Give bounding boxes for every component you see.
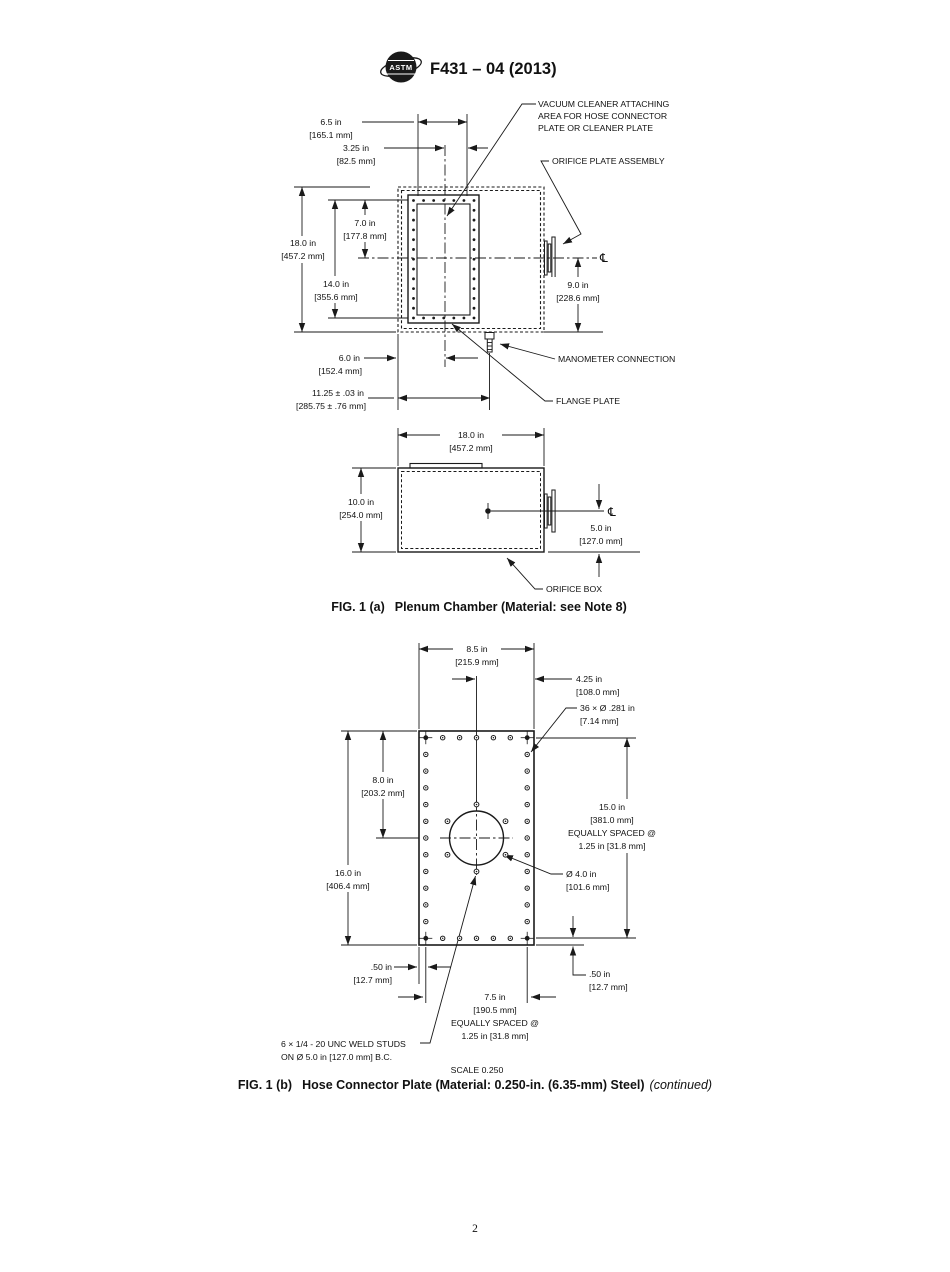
fig-b-annotations: 8.5 in [215.9 mm] 4.25 in [108.0 mm] 36 … [281,644,656,1075]
dim-50-left-in: .50 in [371,962,392,972]
dim-4-25-mm: [108.0 mm] [576,687,619,697]
dim-8-5-in: 8.5 in [466,644,487,654]
dim-6-5-mm: [165.1 mm] [309,130,352,140]
manometer-connection-label: MANOMETER CONNECTION [558,354,675,364]
dim-side-18-mm: [457.2 mm] [449,443,492,453]
orifice-box-label: ORIFICE BOX [546,584,602,594]
fig-a-dimension-lines [294,114,603,410]
flange-plate-outline [407,194,480,324]
manometer-fitting [484,332,495,353]
orifice-box-leader [506,557,543,590]
dim-side-10-mm: [254.0 mm] [339,510,382,520]
figure-a-caption: FIG. 1 (a) Plenum Chamber (Material: see … [331,600,627,614]
bore-dim: [101.6 mm] [566,882,609,892]
dim-11-25-mm: [285.75 ± .76 mm] [296,401,366,411]
flange-plate-edge [409,462,483,469]
dim-15-mm: [381.0 mm] [590,815,633,825]
dim-7-mm: [177.8 mm] [343,231,386,241]
flange-plate-label: FLANGE PLATE [556,396,620,406]
dim-side-18-in: 18.0 in [458,430,484,440]
plate-bolt-holes [419,731,534,945]
fig-a-side-view [352,428,640,590]
plenum-chamber-outline [397,186,545,333]
orifice-plate-stack-side [544,489,556,533]
holes-note: 36 × Ø .281 in [580,703,635,713]
orifice-plate-assembly-label: ORIFICE PLATE ASSEMBLY [552,156,665,166]
dim-8-mm: [203.2 mm] [361,788,404,798]
dim-16-in: 16.0 in [335,868,361,878]
centerline-symbol: ℄ [599,251,608,265]
weld-studs-note: ON Ø 5.0 in [127.0 mm] B.C. [281,1052,392,1062]
text-backings [281,215,664,892]
dim-side-5-mm: [127.0 mm] [579,536,622,546]
dim-15-spacing: 1.25 in [31.8 mm] [578,841,645,851]
dim-14-in: 14.0 in [323,279,349,289]
document-title: F431 – 04 (2013) [430,60,557,78]
dim-7-in: 7.0 in [354,218,375,228]
dim-side-5-in: 5.0 in [590,523,611,533]
orifice-box-outline [397,467,545,553]
vacuum-area-label: AREA FOR HOSE CONNECTOR [538,111,667,121]
dim-3-25-in: 3.25 in [343,143,369,153]
astm-logo: ASTM [380,51,422,83]
dim-side-10-in: 10.0 in [348,497,374,507]
fig-b-plate-view [341,643,636,1044]
holes-note: [7.14 mm] [580,716,619,726]
dim-7-5-spacing: 1.25 in [31.8 mm] [461,1031,528,1041]
fig-a-side-dimension-lines [352,428,640,577]
dim-50-left-mm: [12.7 mm] [353,975,392,985]
figure-b-caption-continued: (continued) [650,1078,713,1092]
weld-studs-note: 6 × 1/4 - 20 UNC WELD STUDS [281,1039,406,1049]
dim-9-mm: [228.6 mm] [556,293,599,303]
dim-6-5-in: 6.5 in [320,117,341,127]
orifice-plate-stack-front [544,236,556,280]
fig-a-front-view [294,103,603,410]
dim-8-in: 8.0 in [372,775,393,785]
dim-8-5-mm: [215.9 mm] [455,657,498,667]
dim-7-5-mm: [190.5 mm] [473,1005,516,1015]
dim-16-mm: [406.4 mm] [326,881,369,891]
centerline-symbol: ℄ [607,505,616,519]
dim-3-25-mm: [82.5 mm] [337,156,376,166]
dim-18-in: 18.0 in [290,238,316,248]
figure-b-caption: FIG. 1 (b) Hose Connector Plate (Material… [238,1078,712,1092]
dim-18-mm: [457.2 mm] [281,251,324,261]
center-bore-circle [448,810,505,866]
flange-opening [416,203,471,316]
dim-14-mm: [355.6 mm] [314,292,357,302]
dim-50-right-in: .50 in [589,969,610,979]
fig-a-annotations: VACUUM CLEANER ATTACHING AREA FOR HOSE C… [281,99,675,594]
dim-15-spacing: EQUALLY SPACED @ [568,828,656,838]
astm-logo-text: ASTM [389,63,412,72]
fig-a-leader-lines [446,103,582,402]
dim-9-in: 9.0 in [567,280,588,290]
dim-15-in: 15.0 in [599,802,625,812]
fig-b-leader-lines [420,707,577,1044]
figure-b-caption-text: Hose Connector Plate (Material: 0.250-in… [302,1078,644,1092]
flange-bolt-holes [412,199,476,320]
dim-6-mm: [152.4 mm] [319,366,362,376]
dim-4-25-in: 4.25 in [576,674,602,684]
figure-a-caption-number: FIG. 1 (a) [331,600,384,614]
vacuum-area-label: VACUUM CLEANER ATTACHING [538,99,670,109]
scale-note: SCALE 0.250 [451,1065,504,1075]
dim-6-in: 6.0 in [339,353,360,363]
figure-a-caption-text: Plenum Chamber (Material: see Note 8) [395,600,627,614]
page-number: 2 [472,1223,478,1235]
vacuum-area-label: PLATE OR CLEANER PLATE [538,123,653,133]
dim-7-5-spacing: EQUALLY SPACED @ [451,1018,539,1028]
figure-b-caption-number: FIG. 1 (b) [238,1078,292,1092]
dim-11-25-in: 11.25 ± .03 in [312,388,364,398]
dim-7-5-in: 7.5 in [484,992,505,1002]
header: ASTM F431 – 04 (2013) [380,51,557,83]
bore-dim: Ø 4.0 in [566,869,597,879]
weld-studs [444,801,509,875]
dim-50-right-mm: [12.7 mm] [589,982,628,992]
